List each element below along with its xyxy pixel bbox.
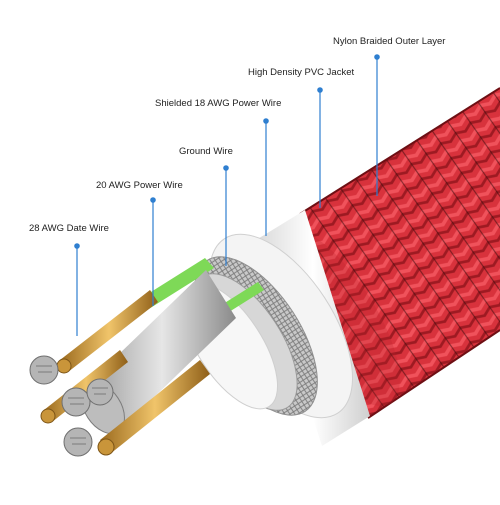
label-shielded-18-awg-power-wire: Shielded 18 AWG Power Wire [155, 98, 282, 109]
stranded-wire-ends [29, 355, 114, 457]
leader-data28-dot [74, 243, 80, 249]
leader-shielded-dot [263, 118, 269, 124]
label-ground-wire: Ground Wire [179, 146, 233, 157]
label-high-density-pvc-jacket: High Density PVC Jacket [248, 67, 355, 78]
leader-nylon-dot [374, 54, 380, 60]
label-nylon-braided-outer-layer: Nylon Braided Outer Layer [333, 36, 446, 47]
leader-lines [74, 54, 380, 336]
leader-ground-dot [223, 165, 229, 171]
leader-power20-dot [150, 197, 156, 203]
leader-pvc-dot [317, 87, 323, 93]
label-20-awg-power-wire: 20 AWG Power Wire [96, 180, 183, 191]
label-28-awg-date-wire: 28 AWG Date Wire [29, 223, 109, 234]
